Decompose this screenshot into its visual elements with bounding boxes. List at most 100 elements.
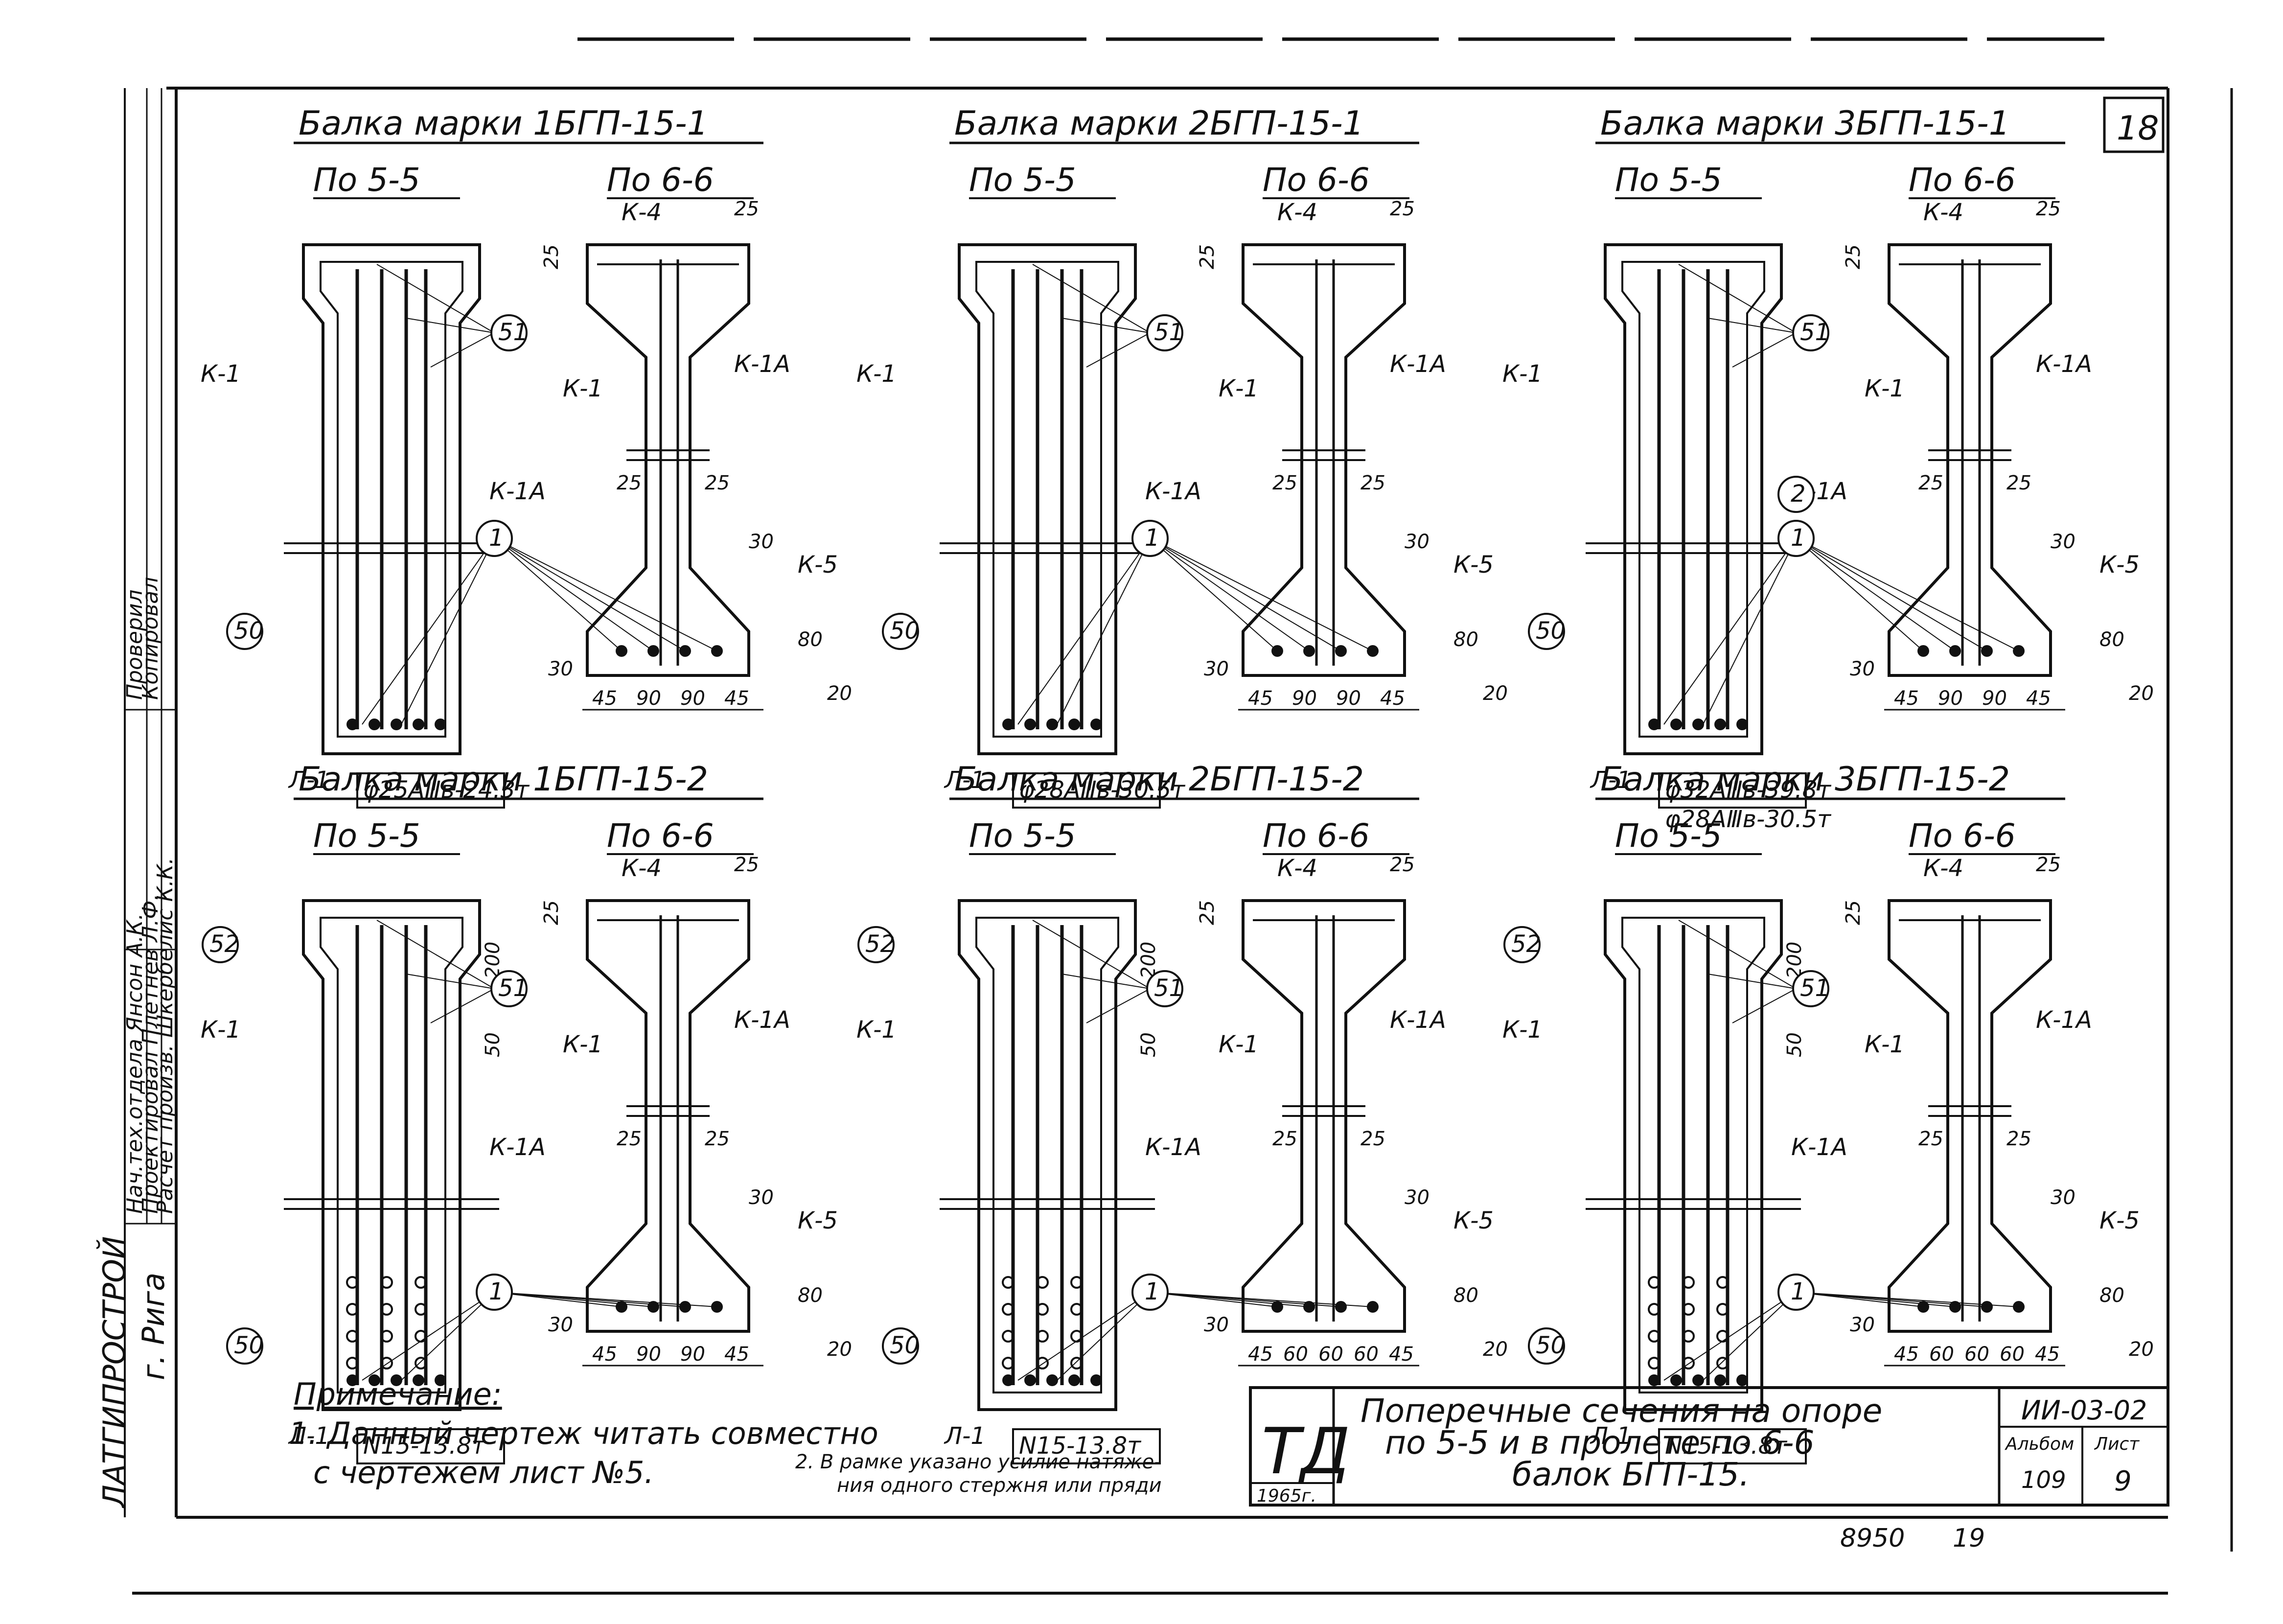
label-k1a: К-1А [489, 1134, 546, 1161]
strand-dot [1070, 1276, 1083, 1289]
section-5-5-label: По 5-5 [1615, 161, 1722, 199]
stamp-sheet: 9 [2114, 1465, 2132, 1497]
side-city: г. Рига [136, 1273, 171, 1380]
mark-50-label: 50 [1536, 1332, 1566, 1359]
mark-1-label: 1 [1791, 1278, 1806, 1305]
dim-bottom-2: 60 [1318, 1343, 1343, 1366]
mark-50 [882, 613, 919, 650]
note-line-4: ния одного стержня или пряди [837, 1474, 1162, 1497]
label-k1-span: К-1 [1219, 375, 1259, 402]
note-line-1: 1. Данный чертеж читать совместно [289, 1415, 878, 1451]
mark-50 [226, 613, 263, 650]
mark-50 [882, 1327, 919, 1365]
dim-bottom-3: 60 [1354, 1343, 1379, 1366]
footer-num-2: 19 [1953, 1524, 1985, 1553]
dim-25-top: 25 [1196, 244, 1219, 269]
side-org: ЛАТГИПРОСТРОЙ [96, 1236, 132, 1508]
label-k1: К-1 [856, 360, 897, 388]
label-k1a-span: К-1А [1390, 350, 1446, 378]
force-box [356, 1428, 505, 1464]
dim-25-web-right: 25 [2006, 1128, 2031, 1150]
dim-20: 20 [2129, 1338, 2154, 1361]
side-title-block [124, 88, 176, 1517]
rebar-dot [391, 719, 402, 730]
dim-30: 30 [1405, 531, 1430, 553]
section-6-6-outline [1888, 243, 2052, 677]
stirrup-outline [1621, 917, 1765, 1393]
label-k4: К-4 [622, 855, 662, 882]
section-6-6-outline [1242, 243, 1406, 677]
strand-dot [380, 1303, 393, 1316]
dim-25-top: 25 [1842, 244, 1865, 269]
stirrup-outline [320, 261, 463, 738]
mark-50 [226, 1327, 263, 1365]
mark-52-label: 52 [865, 930, 895, 958]
sheet-frame [132, 37, 2233, 1595]
rebar-dot [391, 1374, 402, 1386]
label-k1a-span: К-1А [734, 350, 790, 378]
dim-bottom-1: 90 [1292, 687, 1317, 710]
stirrup-outline [1621, 261, 1765, 738]
mark-52 [202, 926, 239, 963]
dim-25-right: 25 [2036, 854, 2061, 876]
dim-25-right: 25 [1390, 854, 1415, 876]
dim-bottom-0: 45 [592, 687, 617, 710]
strand-dot [1036, 1330, 1049, 1343]
label-l1: Л-1 [1590, 766, 1632, 794]
label-k5: К-5 [2099, 1207, 2140, 1234]
force-box-text-2: φ28АⅢв-30.5т [1665, 806, 1832, 833]
rebar-dot [1648, 719, 1660, 730]
mark-52 [857, 926, 895, 963]
force-box [1012, 772, 1161, 809]
dim-20: 20 [1483, 682, 1508, 705]
dim-25-right: 25 [734, 198, 759, 220]
dim-25-right: 25 [734, 854, 759, 876]
section-6-6-label: По 6-6 [1263, 817, 1370, 855]
dim-20: 20 [827, 1338, 852, 1361]
mark-52-label: 52 [209, 930, 239, 958]
section-5-5-outline [958, 899, 1137, 1411]
force-box [1012, 1428, 1161, 1464]
dim-80: 80 [2099, 1284, 2124, 1307]
strand-dot [1070, 1357, 1083, 1369]
stirrup-outline [320, 917, 463, 1393]
label-k1-span: К-1 [1219, 1031, 1259, 1058]
dim-50: 50 [1137, 1032, 1160, 1057]
note-line-3: 2. В рамке указано усилие натяже- [795, 1451, 1161, 1473]
strand-dot [1648, 1357, 1660, 1369]
dim-20: 20 [1483, 1338, 1508, 1361]
strand-dot [346, 1276, 359, 1289]
mark-50-label: 50 [234, 1332, 264, 1359]
label-k5: К-5 [798, 1207, 838, 1234]
force-box-text: N15-13.8т [1665, 1432, 1788, 1460]
label-k1a-span: К-1А [734, 1006, 790, 1034]
force-box-text: N15-13.8т [1019, 1432, 1142, 1460]
label-l1: Л-1 [944, 766, 986, 794]
strand-dot [1716, 1357, 1729, 1369]
mark-1 [1777, 1274, 1815, 1311]
stamp-title-2: по 5-5 и в пролете по 6-6 [1385, 1424, 1815, 1462]
dim-25-top: 25 [1842, 900, 1865, 925]
section-5-5-label: По 5-5 [313, 817, 420, 855]
label-k1a-span: К-1А [1390, 1006, 1446, 1034]
mark-51-label: 51 [1800, 319, 1830, 346]
rebar-dot [1024, 1374, 1036, 1386]
dim-25-web-left: 25 [617, 1128, 642, 1150]
dim-25-web-left: 25 [617, 472, 642, 494]
note-line-2: с чертежем лист №5. [313, 1455, 654, 1490]
dim-bottom-2: 60 [1964, 1343, 1989, 1366]
label-k5: К-5 [798, 551, 838, 579]
mark-50 [1528, 1327, 1565, 1365]
stamp-sheet-label: Лист [2094, 1434, 2140, 1454]
rebar-dot [1068, 1374, 1080, 1386]
rebar-dot [1714, 719, 1726, 730]
dim-80: 80 [798, 1284, 823, 1307]
dim-bottom-0: 45 [592, 1343, 617, 1366]
label-k4: К-4 [1277, 855, 1317, 882]
dim-bottom-2: 90 [680, 687, 705, 710]
dim-bottom-4: 45 [2035, 1343, 2060, 1366]
strand-dot [415, 1303, 427, 1316]
section-6-6-outline [1242, 899, 1406, 1333]
